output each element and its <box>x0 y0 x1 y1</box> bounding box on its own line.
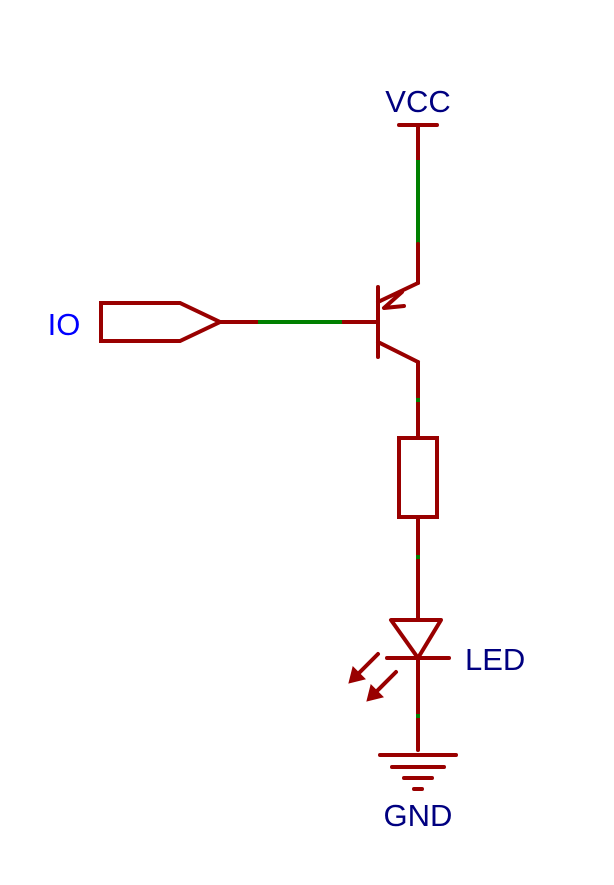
light-arrow-2-shaft <box>374 670 398 694</box>
vcc-label: VCC <box>385 84 450 119</box>
io-port-symbol <box>99 301 225 343</box>
led-diode <box>385 618 451 752</box>
vcc-power-symbol <box>397 123 439 162</box>
wire-endpoint-markers <box>416 398 420 718</box>
io-label: IO <box>48 307 81 342</box>
transistor-emitter-arrow <box>382 290 406 310</box>
led-label: LED <box>465 642 525 677</box>
ground-symbol <box>378 753 458 791</box>
transistor-emitter-leg <box>376 281 420 304</box>
light-arrow-1-head <box>348 666 366 684</box>
light-arrow-2-head <box>366 684 384 702</box>
transistor-collector-leg <box>376 340 420 364</box>
led-triangle <box>389 618 443 660</box>
resistor <box>397 436 439 519</box>
gnd-label: GND <box>384 798 453 833</box>
light-arrow-1-shaft <box>356 652 380 676</box>
led-light-arrows <box>348 652 398 702</box>
pnp-transistor <box>376 281 420 364</box>
